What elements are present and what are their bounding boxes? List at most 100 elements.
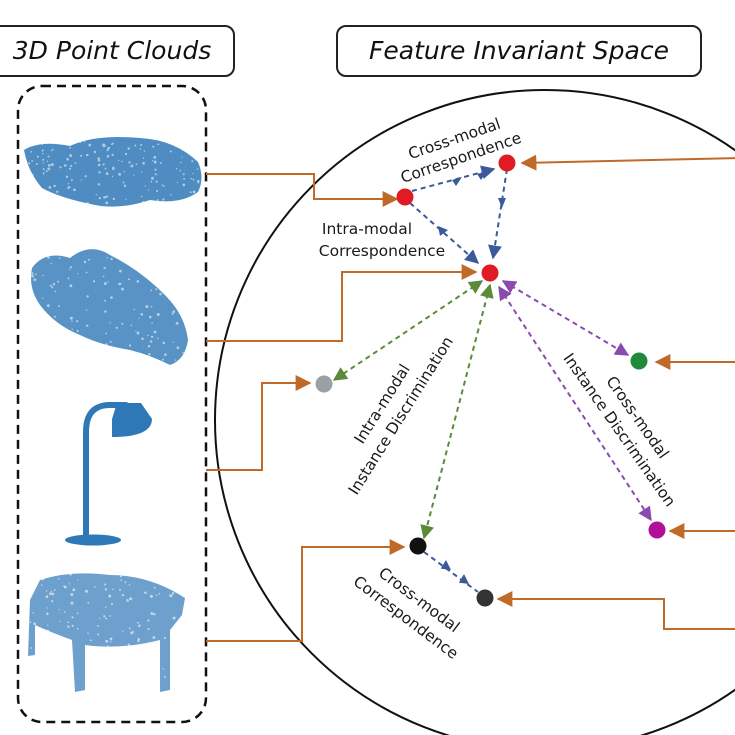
speckle <box>74 162 77 164</box>
speckle <box>155 594 158 596</box>
speckle <box>35 162 38 166</box>
speckle <box>125 198 127 201</box>
speckle <box>171 594 173 597</box>
speckle <box>153 280 156 284</box>
speckle <box>98 690 101 692</box>
speckle <box>105 606 107 608</box>
speckle <box>178 283 182 287</box>
speckle <box>30 647 32 649</box>
speckle <box>167 274 170 276</box>
speckle <box>29 190 32 193</box>
speckle <box>79 343 83 347</box>
speckle <box>67 182 70 185</box>
speckle <box>105 343 108 346</box>
speckle <box>154 173 157 176</box>
speckle <box>68 142 71 145</box>
speckle <box>90 639 92 642</box>
speckle <box>181 649 184 652</box>
speckle <box>118 172 122 176</box>
label-cross-modal-correspondence-top: Cross-modal Correspondence <box>398 115 523 187</box>
speckle <box>41 140 44 143</box>
speckle <box>155 689 159 692</box>
speckle <box>154 577 158 581</box>
speckle <box>28 188 31 191</box>
speckle <box>137 637 140 641</box>
speckle <box>176 346 180 350</box>
speckle <box>32 296 35 299</box>
speckle <box>158 593 161 595</box>
speckle <box>116 351 119 354</box>
speckle <box>175 168 178 170</box>
speckle <box>93 150 97 154</box>
speckle <box>37 676 39 679</box>
speckle <box>103 282 107 286</box>
speckle <box>47 646 50 649</box>
label-cross-modal-correspondence-bottom: Cross-modal Correspondence <box>350 564 463 663</box>
speckle <box>103 266 106 270</box>
speckle <box>102 355 105 358</box>
speckle <box>110 687 112 690</box>
speckle <box>89 572 91 574</box>
speckle <box>69 640 72 642</box>
speckle <box>199 140 201 142</box>
speckle <box>192 178 195 181</box>
svg-text:Instance Discrimination: Instance Discrimination <box>559 350 679 510</box>
speckle <box>69 147 72 149</box>
speckle <box>128 161 131 164</box>
speckle <box>54 198 57 201</box>
speckle <box>112 197 116 201</box>
blue-mid-arrowheads <box>438 171 506 236</box>
speckle <box>124 152 128 156</box>
speckle <box>108 594 112 598</box>
speckle <box>142 157 145 160</box>
speckle <box>183 290 186 294</box>
speckle <box>47 155 50 158</box>
speckle <box>58 649 61 651</box>
speckle <box>105 332 108 335</box>
speckle <box>32 670 35 673</box>
speckle <box>64 680 66 683</box>
speckle <box>33 278 37 282</box>
speckle <box>93 679 97 683</box>
speckle <box>120 663 122 666</box>
speckle <box>42 172 45 175</box>
speckle <box>32 689 35 692</box>
speckle <box>46 338 49 342</box>
speckle <box>172 341 175 343</box>
speckle <box>70 593 74 597</box>
speckle <box>153 330 157 334</box>
speckle <box>102 275 105 278</box>
speckle <box>84 175 87 178</box>
speckle <box>31 274 34 278</box>
speckle <box>120 282 122 285</box>
speckle <box>69 316 73 320</box>
speckle <box>46 640 50 644</box>
speckle <box>192 172 194 175</box>
speckle <box>103 196 106 199</box>
speckle <box>119 269 122 273</box>
speckle <box>157 687 160 690</box>
speckle <box>69 268 71 270</box>
speckle <box>104 299 107 302</box>
speckle <box>28 162 31 165</box>
speckle <box>150 612 154 615</box>
speckle <box>70 165 73 168</box>
speckle <box>70 571 73 573</box>
speckle <box>46 304 50 308</box>
speckle <box>51 286 54 289</box>
speckle <box>153 155 157 159</box>
speckle <box>147 189 150 191</box>
speckle <box>57 673 60 676</box>
speckle <box>163 185 165 187</box>
speckle <box>43 171 45 173</box>
speckle <box>121 160 123 163</box>
speckle <box>197 182 200 184</box>
speckle <box>131 659 134 661</box>
speckle <box>45 595 49 598</box>
speckle <box>153 613 156 616</box>
speckle <box>97 158 101 162</box>
speckle <box>197 193 201 197</box>
connectors <box>206 154 735 642</box>
speckle <box>30 151 32 153</box>
speckle <box>136 621 139 624</box>
